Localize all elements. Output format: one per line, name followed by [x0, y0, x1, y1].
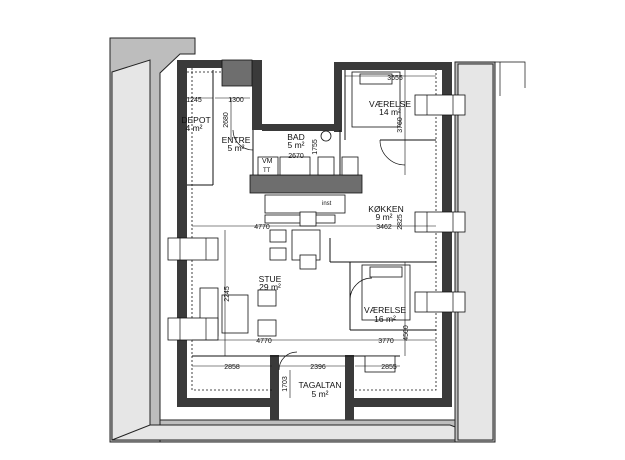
roof-window-left-1	[167, 237, 219, 261]
dining-chair-1	[269, 229, 287, 243]
door-swing-bedroom-top	[379, 139, 406, 166]
room-vaerelse-bottom-name: VÆRELSE	[364, 305, 406, 315]
room-stue-area: 29 m²	[259, 282, 281, 292]
room-vaerelse-bottom-area: 16 m²	[374, 314, 396, 324]
wall-outer-right	[442, 62, 452, 407]
wall-tagaltan-left	[270, 355, 279, 420]
dim-3462: 3462	[376, 224, 392, 231]
room-depot-name: DEPOT	[181, 115, 210, 125]
room-bad-area: 5 m²	[288, 140, 305, 150]
service-shaft	[249, 174, 363, 194]
dim-3760: 3760	[397, 117, 404, 133]
room-vaerelse-top-area: 14 m²	[379, 107, 401, 117]
tagaltan-box	[364, 355, 396, 373]
room-stue-name: STUE	[259, 274, 282, 284]
bath-sink	[317, 156, 335, 176]
label-inst: inst	[322, 201, 332, 207]
dim-2825: 2825	[397, 214, 404, 230]
wall-outer-bottom	[177, 398, 277, 407]
dim-1755: 1755	[312, 139, 319, 155]
dim-4770b: 4770	[256, 338, 272, 345]
room-tagaltan-name: TAGALTAN	[299, 380, 342, 390]
door-swing-bedroom-bottom	[349, 277, 373, 301]
roof-window-right-3	[414, 291, 466, 313]
dim-3655: 3655	[387, 75, 403, 82]
wall-outer-left	[177, 60, 187, 405]
roof-window-right-1	[414, 94, 466, 116]
dining-chair-2	[269, 247, 287, 261]
room-tagaltan-area: 5 m²	[312, 389, 329, 399]
room-entre-name: ENTRE	[222, 135, 251, 145]
dim-4770a: 4770	[254, 224, 270, 231]
dim-1703: 1703	[282, 376, 289, 392]
wall-outer-bottom-right	[350, 398, 450, 407]
armchair-1	[257, 289, 277, 307]
door-swing-entre	[232, 129, 254, 151]
dim-1300: 1300	[228, 97, 244, 104]
tumble-dryer	[279, 156, 311, 176]
armchair-2	[257, 319, 277, 337]
dim-2245: 2245	[224, 286, 231, 302]
kitchen-counter	[264, 194, 346, 214]
roof-window-left-2	[167, 317, 219, 341]
roof-slope-left	[111, 59, 151, 441]
dim-4500: 4500	[403, 325, 410, 341]
label-tt: TT	[263, 168, 271, 174]
room-depot-area: 4 m²	[186, 123, 203, 133]
roof-slope-right	[457, 63, 494, 441]
dim-2858: 2858	[224, 364, 240, 371]
roof-slope-bottom	[111, 424, 491, 441]
dim-2855: 2855	[381, 364, 397, 371]
room-kokken-name: KØKKEN	[368, 204, 403, 214]
washing-machine	[257, 156, 279, 176]
insulation-line-inner	[191, 68, 272, 391]
wall-tagaltan-right	[345, 355, 354, 420]
dining-chair-4	[299, 254, 317, 270]
toilet	[320, 130, 332, 142]
wall-outer-top-left	[177, 60, 222, 68]
wall-top-mid	[262, 124, 340, 131]
wall-top-chimney	[252, 60, 262, 130]
dim-2670: 2670	[288, 153, 304, 160]
dim-2396: 2396	[310, 364, 326, 371]
room-vaerelse-top-name: VÆRELSE	[369, 99, 411, 109]
room-kokken-area: 9 m²	[376, 212, 393, 222]
bed-bottom-pillow	[369, 266, 403, 278]
coffee-table	[221, 294, 249, 334]
insulation-line-inner-2	[355, 70, 437, 391]
wall-top-right-step	[334, 62, 342, 132]
dim-1245: 1245	[186, 97, 202, 104]
label-vm: VM	[262, 158, 273, 165]
chimney	[221, 59, 253, 87]
dim-2680: 2680	[223, 112, 230, 128]
room-bad-name: BAD	[287, 132, 304, 142]
bed-top-pillow	[359, 73, 393, 85]
wall-outer-top-right	[335, 62, 452, 70]
kitchen-cabinet	[341, 156, 359, 176]
roof-corner-right	[495, 61, 526, 88]
dim-3770: 3770	[378, 338, 394, 345]
door-swing-tagaltan	[278, 351, 298, 371]
roof-window-right-2	[414, 211, 466, 233]
dining-chair-3	[299, 211, 317, 227]
room-entre-area: 5 m²	[228, 143, 245, 153]
